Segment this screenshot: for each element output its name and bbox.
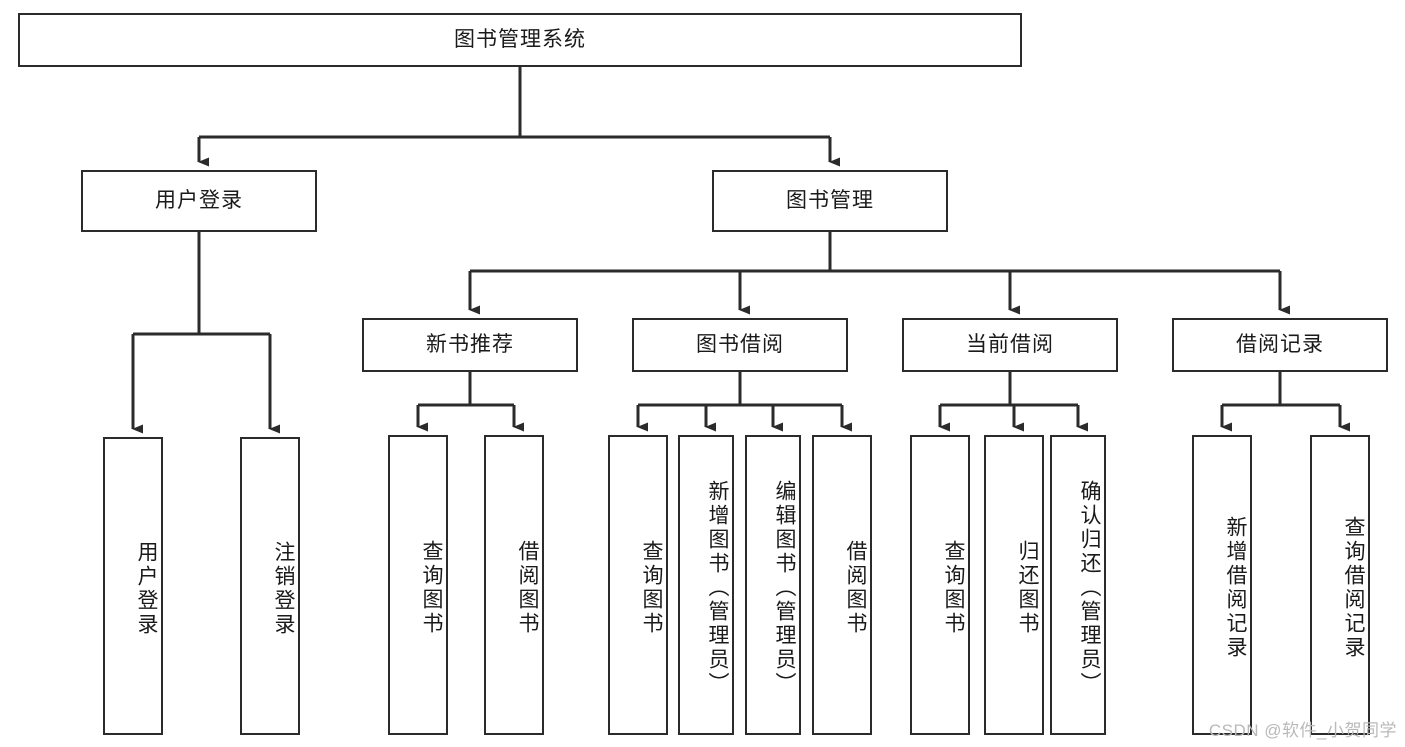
node-leaf-borrow-book-1[interactable]: 借阅图书 [484,435,544,735]
node-leaf-query-record[interactable]: 查询借阅记录 [1310,435,1370,735]
csdn-watermark: CSDN @软件_小贺同学 [1208,721,1397,740]
node-user-login-label: 用户登录 [155,189,243,213]
node-borrow-record-label: 借阅记录 [1236,333,1324,357]
node-leaf-confirm-return-label: 确认归还（管理员） [1078,480,1101,696]
node-leaf-borrow-book-1-label: 借阅图书 [516,540,539,636]
node-leaf-confirm-return[interactable]: 确认归还（管理员） [1050,435,1106,735]
node-user-login[interactable]: 用户登录 [81,170,317,232]
node-leaf-add-record[interactable]: 新增借阅记录 [1192,435,1252,735]
node-root[interactable]: 图书管理系统 [18,13,1022,67]
node-leaf-edit-book-label: 编辑图书（管理员） [773,480,796,696]
node-leaf-query-book-1[interactable]: 查询图书 [388,435,448,735]
node-leaf-logout-label: 注销登录 [272,541,295,637]
node-leaf-edit-book[interactable]: 编辑图书（管理员） [745,435,801,735]
node-leaf-user-login[interactable]: 用户登录 [103,437,163,735]
node-leaf-query-book-3[interactable]: 查询图书 [910,435,970,735]
node-current-borrow-label: 当前借阅 [966,333,1054,357]
node-new-book-rec-label: 新书推荐 [426,333,514,357]
node-leaf-borrow-book-2-label: 借阅图书 [844,540,867,636]
node-leaf-add-record-label: 新增借阅记录 [1224,516,1247,660]
node-book-borrow[interactable]: 图书借阅 [632,318,848,372]
node-leaf-query-book-3-label: 查询图书 [942,540,965,636]
node-leaf-query-book-2[interactable]: 查询图书 [608,435,668,735]
node-leaf-borrow-book-2[interactable]: 借阅图书 [812,435,872,735]
node-leaf-query-book-1-label: 查询图书 [420,540,443,636]
node-leaf-user-login-label: 用户登录 [135,541,158,637]
node-borrow-record[interactable]: 借阅记录 [1172,318,1388,372]
node-root-label: 图书管理系统 [454,28,586,52]
node-book-borrow-label: 图书借阅 [696,333,784,357]
node-leaf-add-book[interactable]: 新增图书（管理员） [678,435,734,735]
node-leaf-add-book-label: 新增图书（管理员） [706,480,729,696]
node-leaf-return-book[interactable]: 归还图书 [984,435,1044,735]
node-book-manage[interactable]: 图书管理 [712,170,948,232]
node-current-borrow[interactable]: 当前借阅 [902,318,1118,372]
node-leaf-query-book-2-label: 查询图书 [640,540,663,636]
node-new-book-rec[interactable]: 新书推荐 [362,318,578,372]
node-leaf-return-book-label: 归还图书 [1016,540,1039,636]
node-leaf-logout[interactable]: 注销登录 [240,437,300,735]
node-book-manage-label: 图书管理 [786,189,874,213]
node-leaf-query-record-label: 查询借阅记录 [1342,516,1365,660]
